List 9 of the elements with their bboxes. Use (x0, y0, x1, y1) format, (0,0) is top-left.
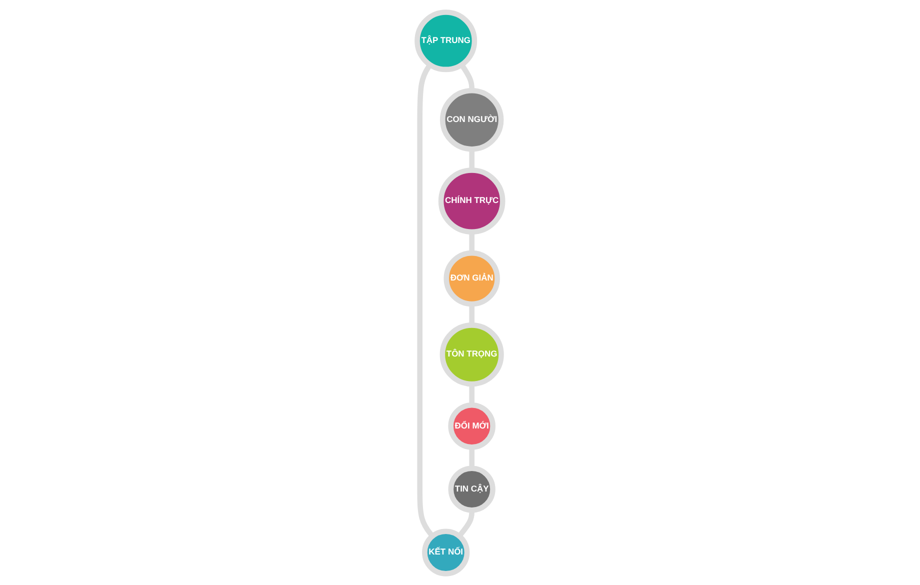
node-circle: CHÍNH TRỰC (438, 167, 506, 234)
node-circle: ĐỔI MỚI (448, 402, 496, 450)
node-circle: TẬP TRUNG (414, 9, 478, 72)
node-circle: ĐƠN GIẢN (444, 250, 500, 306)
node-circle: CON NGƯỜI (440, 88, 504, 152)
node-circle: TIN CẬY (448, 465, 496, 512)
connector (417, 62, 435, 538)
node-circle: TÔN TRỌNG (440, 322, 504, 386)
node-circle: KẾT NỐI (422, 528, 470, 576)
